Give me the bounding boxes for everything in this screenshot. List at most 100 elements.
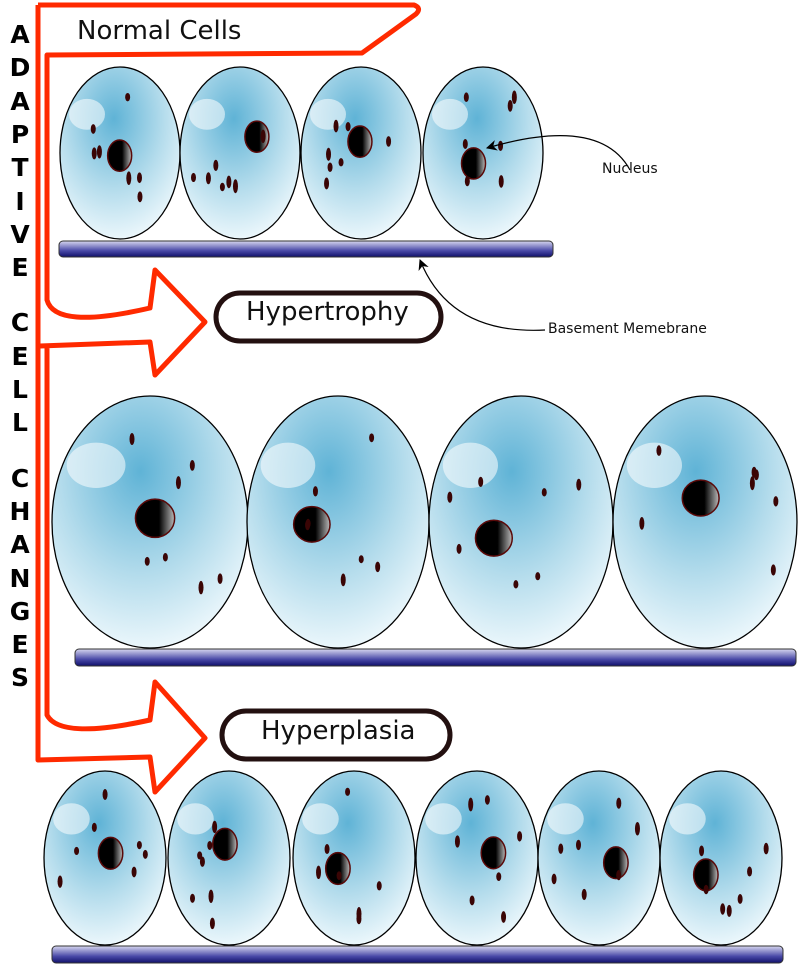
organelle xyxy=(91,147,97,160)
organelle xyxy=(90,124,96,134)
organelle xyxy=(345,121,351,132)
organelle xyxy=(162,552,168,562)
cell-highlight xyxy=(177,803,214,835)
cell-hyperplasia xyxy=(415,770,539,946)
organelle xyxy=(464,175,470,187)
organelle xyxy=(375,561,381,573)
organelle xyxy=(386,136,392,147)
organelle xyxy=(212,820,218,834)
organelle xyxy=(462,139,468,149)
organelle xyxy=(616,797,622,809)
side-title-letter: H xyxy=(9,496,31,526)
organelle xyxy=(468,797,474,812)
organelle xyxy=(199,856,205,867)
cell-highlight xyxy=(432,98,468,130)
organelle xyxy=(498,175,504,188)
cell-highlight xyxy=(310,98,346,130)
organelle xyxy=(144,556,150,566)
organelle xyxy=(463,92,469,103)
organelle xyxy=(358,555,364,564)
organelle xyxy=(763,842,769,855)
organelle xyxy=(369,433,375,443)
organelle xyxy=(616,869,622,881)
organelle xyxy=(102,788,108,800)
organelle xyxy=(189,893,195,903)
side-title-letter: A xyxy=(10,530,30,560)
cell-highlight xyxy=(626,442,683,488)
cell-highlight xyxy=(66,442,126,488)
cell-highlight xyxy=(425,803,462,835)
cell-hyperplasia xyxy=(537,770,661,946)
cell-highlight xyxy=(53,803,90,835)
organelle xyxy=(749,476,755,491)
basement-membrane-hypertrophy xyxy=(74,648,797,667)
organelle xyxy=(478,476,484,487)
organelle xyxy=(376,881,382,891)
organelle xyxy=(137,191,143,203)
nucleus xyxy=(347,125,373,158)
cell-highlight xyxy=(302,803,339,835)
nucleus xyxy=(474,519,514,557)
organelle xyxy=(753,469,759,481)
organelle xyxy=(136,172,142,184)
side-title-letter: D xyxy=(9,53,31,83)
side-title-letter: T xyxy=(11,153,29,183)
organelle xyxy=(454,835,460,848)
organelle xyxy=(205,172,211,185)
organelle xyxy=(507,99,513,112)
organelle xyxy=(197,851,203,860)
organelle xyxy=(217,573,223,585)
side-title-letter: E xyxy=(11,253,29,283)
organelle xyxy=(327,162,333,173)
organelle xyxy=(136,840,142,850)
organelle xyxy=(131,866,137,878)
organelle xyxy=(447,491,453,503)
section-hyperplasia-label: Hyperplasia xyxy=(261,716,416,746)
side-title-letter: L xyxy=(12,375,28,404)
organelle xyxy=(312,486,318,497)
cell-highlight xyxy=(547,803,584,835)
organelle xyxy=(326,147,332,161)
nucleus xyxy=(292,505,331,543)
nucleus xyxy=(681,479,720,517)
cell-highlight xyxy=(442,442,498,488)
side-title-letter: E xyxy=(11,341,29,371)
organelle xyxy=(232,179,238,194)
side-title-letter: A xyxy=(10,20,30,49)
side-title-letter: L xyxy=(12,408,28,438)
organelle xyxy=(333,119,339,133)
side-title-letter: A xyxy=(10,86,30,116)
organelle xyxy=(213,159,219,172)
organelle xyxy=(737,894,743,904)
organelle xyxy=(208,889,214,903)
organelle xyxy=(770,564,776,576)
organelle xyxy=(535,572,541,581)
cell-hypertrophy xyxy=(246,395,430,649)
organelle xyxy=(142,849,148,859)
organelle xyxy=(129,433,135,445)
nucleus xyxy=(602,846,629,880)
membrane-pointer-arrow xyxy=(418,258,546,331)
cell-highlight xyxy=(260,442,316,488)
organelle xyxy=(305,520,311,531)
organelle xyxy=(91,822,97,833)
organelle xyxy=(634,821,640,836)
organelle xyxy=(747,866,753,877)
organelle xyxy=(496,872,502,882)
nucleus xyxy=(460,147,487,180)
organelle xyxy=(551,873,557,885)
cell-highlight xyxy=(69,98,105,130)
organelle xyxy=(207,840,213,850)
hyperplasia-label-frame xyxy=(219,708,453,762)
nucleus xyxy=(244,120,270,154)
organelle xyxy=(226,175,232,189)
organelle xyxy=(74,846,80,856)
cell-hyperplasia xyxy=(659,770,783,946)
side-title-letter: N xyxy=(9,563,31,593)
side-title-letter: I xyxy=(15,186,25,216)
organelle xyxy=(773,496,779,507)
organelle xyxy=(336,871,342,881)
cell-normal xyxy=(179,66,301,240)
organelle xyxy=(581,888,587,901)
